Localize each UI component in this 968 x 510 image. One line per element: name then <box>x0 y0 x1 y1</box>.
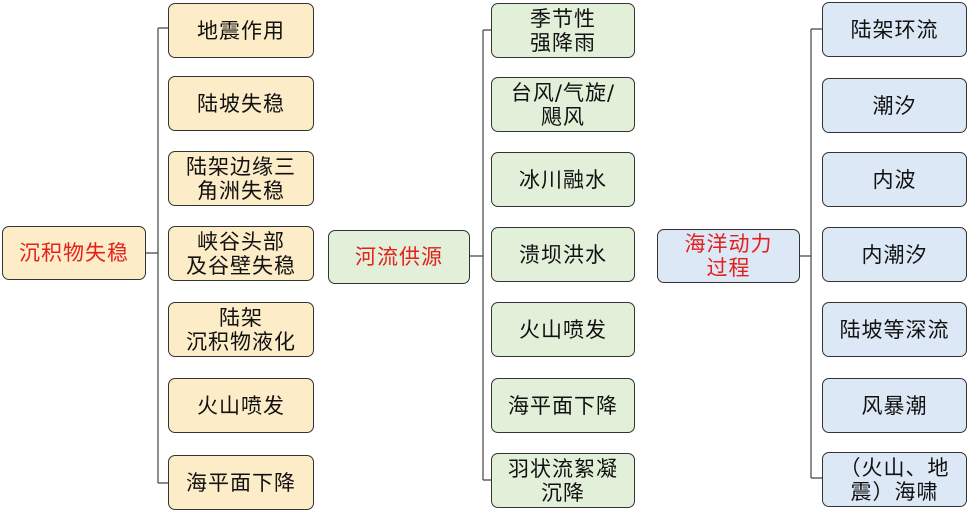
group3-item: 陆架环流 <box>822 2 967 57</box>
group1-item: 地震作用 <box>168 3 314 58</box>
group1-item: 海平面下降 <box>168 455 314 510</box>
group2-item: 溃坝洪水 <box>491 227 635 282</box>
group1-item: 陆架 沉积物液化 <box>168 302 314 357</box>
root-river-supply: 河流供源 <box>328 230 470 284</box>
bracket-group1 <box>146 27 168 484</box>
group2-item: 冰川融水 <box>491 152 635 207</box>
group2-item: 火山喷发 <box>491 302 635 357</box>
group3-item: 潮汐 <box>822 78 967 133</box>
group1-item: 陆架边缘三 角洲失稳 <box>168 151 314 206</box>
group3-item: 内潮汐 <box>822 227 967 282</box>
group3-item: 内波 <box>822 152 967 207</box>
group2-item: 羽状流絮凝 沉降 <box>491 453 635 508</box>
root-sediment-instability: 沉积物失稳 <box>2 226 146 280</box>
group1-item: 陆坡失稳 <box>168 76 314 131</box>
group2-item: 季节性 强降雨 <box>491 3 635 58</box>
group3-item: 风暴潮 <box>822 378 967 433</box>
group3-item: （火山、地 震）海啸 <box>822 452 967 507</box>
group3-item: 陆坡等深流 <box>822 302 967 357</box>
group2-item: 海平面下降 <box>491 378 635 433</box>
root-ocean-dynamics: 海洋动力 过程 <box>657 229 800 283</box>
bracket-group2 <box>470 29 491 481</box>
group2-item: 台风/气旋/ 飓风 <box>491 77 635 132</box>
group1-item: 火山喷发 <box>168 378 314 433</box>
group1-item: 峡谷头部 及谷壁失稳 <box>168 226 314 281</box>
bracket-group3 <box>800 28 822 479</box>
